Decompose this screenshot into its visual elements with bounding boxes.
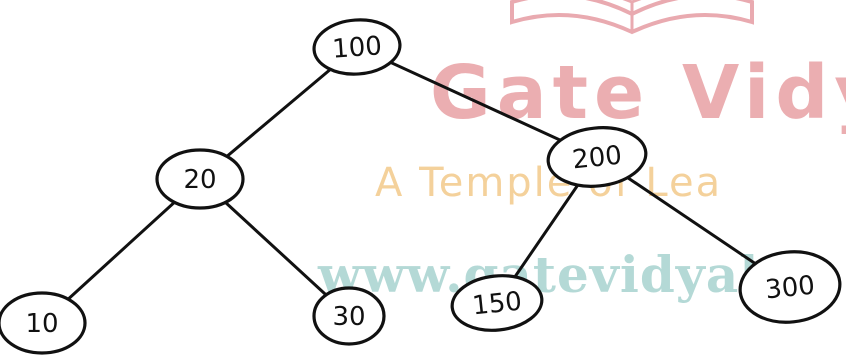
tree-node-circle xyxy=(738,250,842,324)
tree-node-300: 300 xyxy=(738,250,842,324)
tree-node-circle xyxy=(450,274,544,332)
tree-node-100: 100 xyxy=(312,18,402,76)
tree-node-20: 20 xyxy=(155,148,245,210)
tree-node-label: 100 xyxy=(331,31,383,64)
tree-edge xyxy=(355,45,599,159)
watermark-brand: Gate Vidyal xyxy=(430,50,846,136)
tree-node-label: 20 xyxy=(183,165,216,195)
tree-node-circle xyxy=(312,286,386,346)
tree-node-label: 30 xyxy=(332,302,365,332)
tree-node-10: 10 xyxy=(0,291,87,355)
tree-node-label: 150 xyxy=(471,286,524,321)
tree-node-30: 30 xyxy=(312,286,386,346)
tree-node-200: 200 xyxy=(546,126,648,188)
open-book-icon xyxy=(510,0,754,35)
tree-nodes: 100 20 200 10 30 150 300 xyxy=(0,18,842,355)
tree-node-circle xyxy=(546,126,648,188)
watermark-tagline: A Temple of Lea xyxy=(375,160,722,206)
tree-node-150: 150 xyxy=(450,274,544,332)
tree-node-circle xyxy=(312,18,402,76)
tree-node-label: 300 xyxy=(764,270,817,305)
tree-node-circle xyxy=(0,291,87,355)
tree-node-label: 10 xyxy=(25,309,58,339)
tree-node-circle xyxy=(155,148,245,210)
tree-node-label: 200 xyxy=(571,140,624,175)
